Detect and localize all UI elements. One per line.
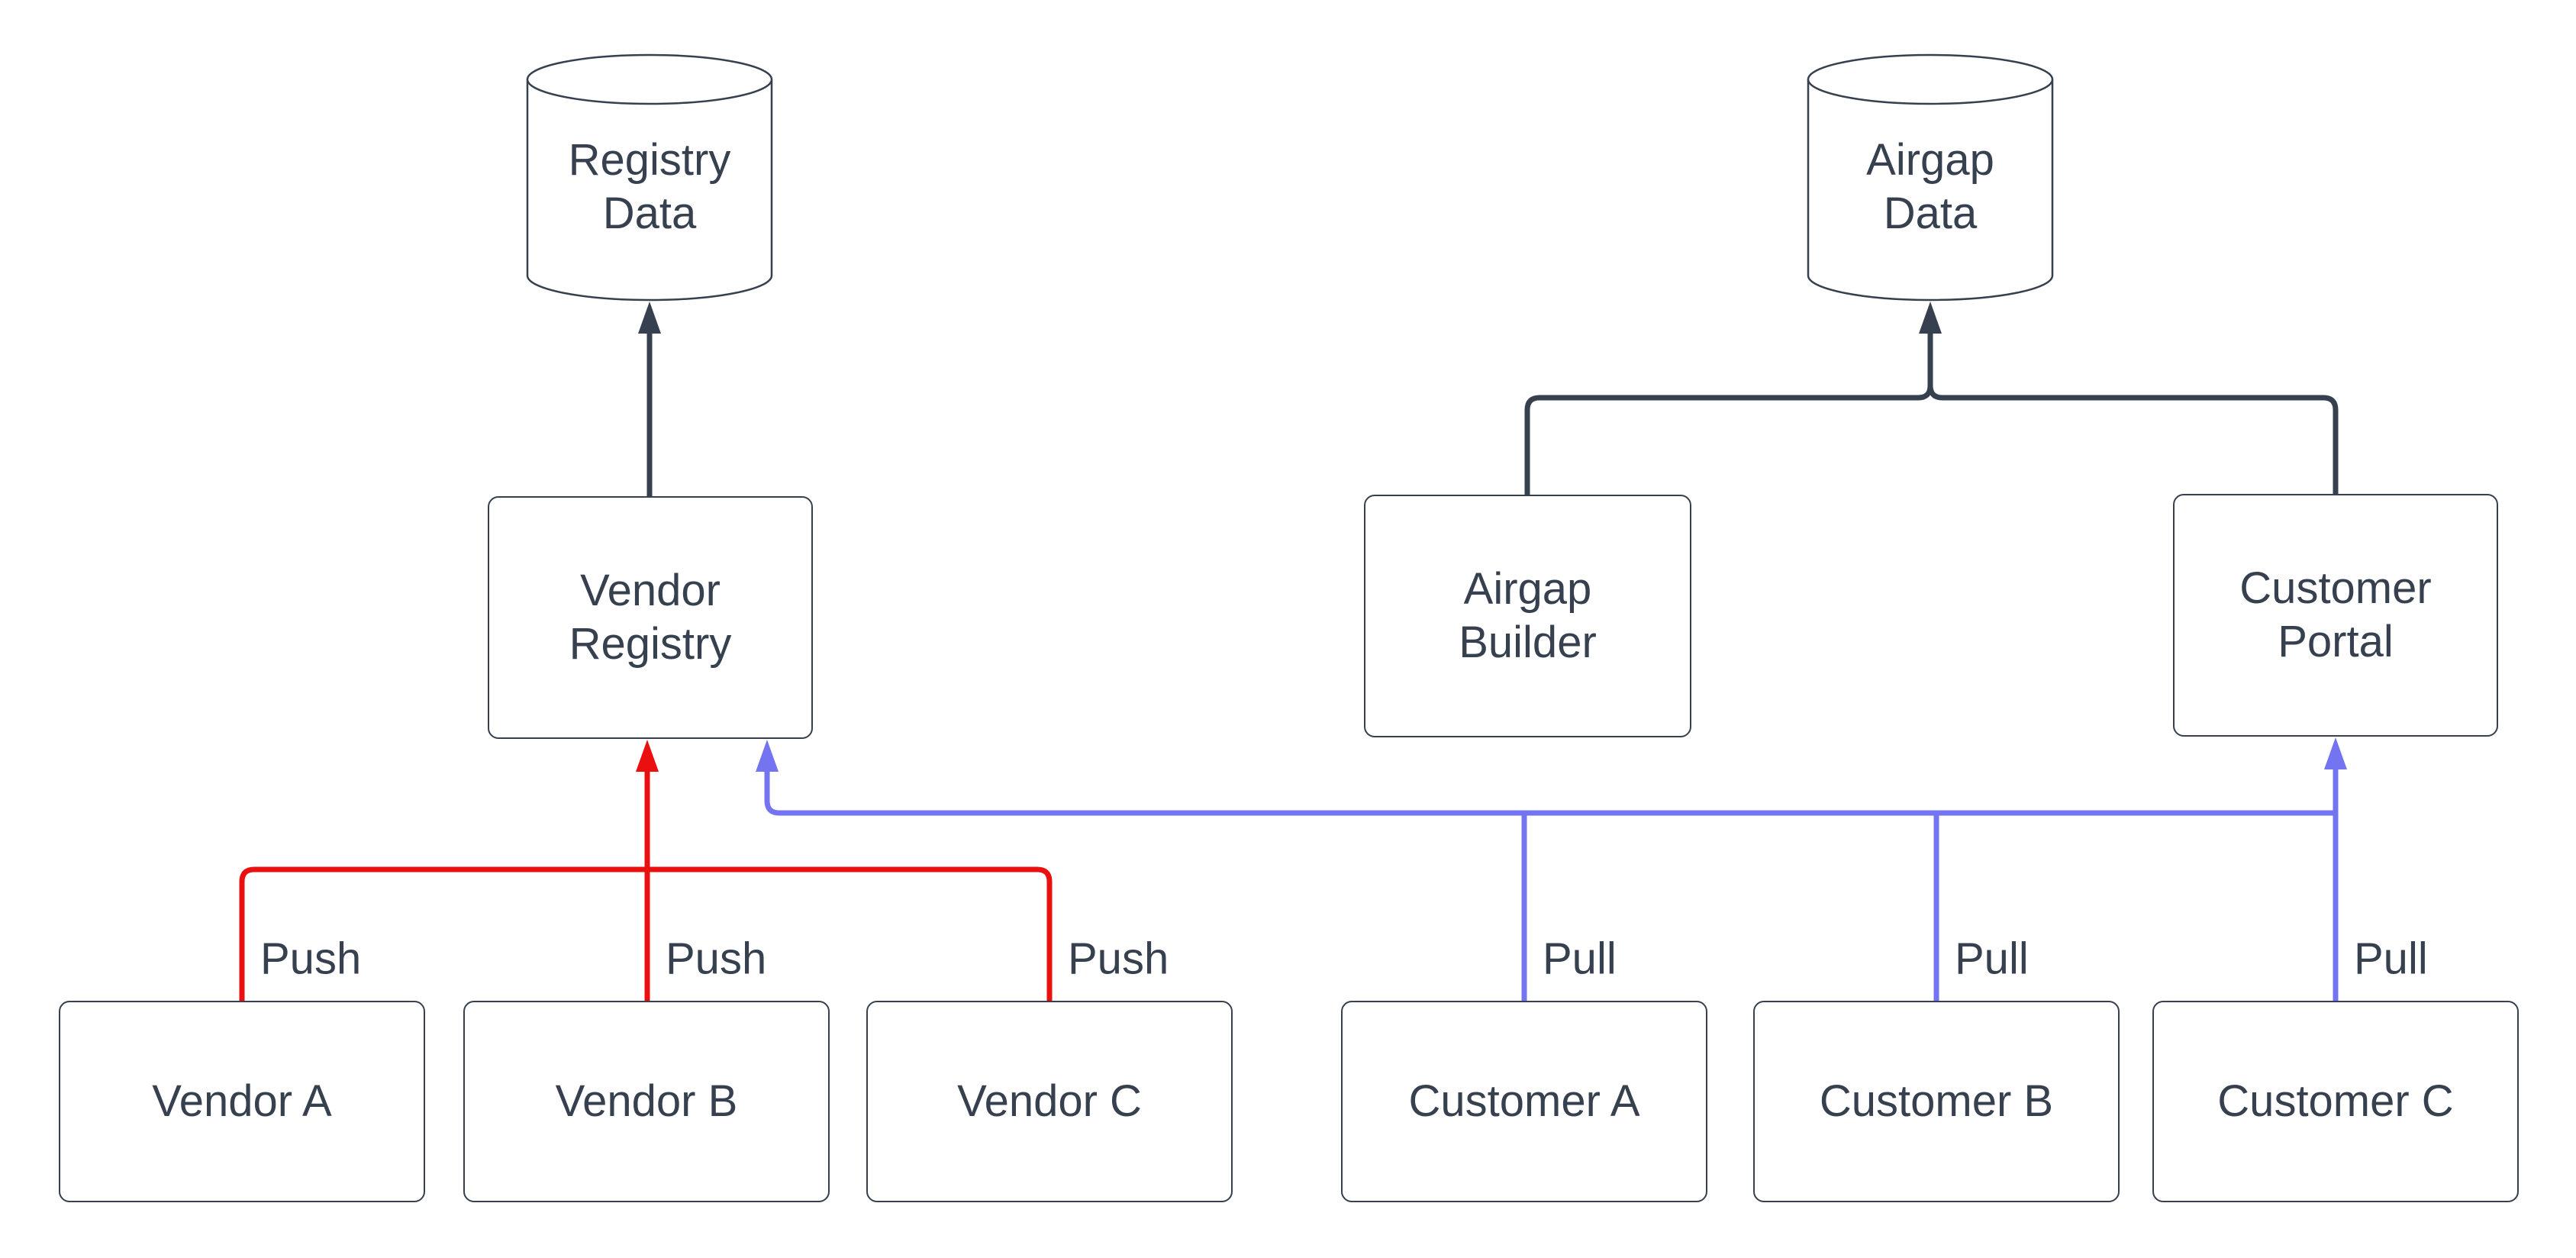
airgap-data-line2: Data — [1883, 189, 1978, 238]
customer-a-node: Customer A — [1341, 1001, 1707, 1202]
airgap-builder-line2: Builder — [1459, 618, 1597, 667]
customer-b-label: Customer B — [1819, 1076, 2054, 1126]
cylinder-top — [1807, 53, 2054, 105]
customer-b-node: Customer B — [1753, 1001, 2120, 1202]
registry-data-cylinder — [526, 53, 773, 302]
vendor-registry-line1: Vendor — [580, 566, 721, 615]
customer-portal-line2: Portal — [2278, 617, 2394, 666]
edge-customer-portal-to-airgap-data — [1927, 385, 2339, 494]
cylinder-top — [526, 53, 773, 105]
vendor-c-label: Vendor C — [957, 1076, 1142, 1126]
edge-label-push-vendor-c: Push — [1068, 934, 1169, 984]
airgap-builder-node: Airgap Builder — [1364, 495, 1691, 737]
edge-label-pull-customer-c: Pull — [2354, 934, 2428, 984]
vendor-registry-line2: Registry — [569, 619, 732, 669]
airgap-data-label: Airgap Data — [1808, 107, 2052, 267]
arrowhead-into-registry-data-icon — [638, 302, 661, 334]
arrowhead-into-airgap-data-icon — [1919, 302, 1942, 334]
arrowhead-into-customer-portal-icon — [2324, 737, 2347, 769]
airgap-builder-label: Airgap Builder — [1459, 563, 1597, 669]
registry-data-text: Registry Data — [569, 134, 731, 240]
airgap-data-text: Airgap Data — [1866, 134, 1994, 240]
vendor-a-label: Vendor A — [152, 1076, 332, 1126]
customer-portal-label: Customer Portal — [2239, 562, 2431, 669]
airgap-data-line1: Airgap — [1866, 135, 1994, 185]
customer-c-label: Customer C — [2217, 1076, 2454, 1126]
arrowhead-into-vendor-registry-red-icon — [636, 740, 659, 772]
registry-data-label: Registry Data — [527, 107, 772, 267]
edge-label-push-vendor-a: Push — [260, 934, 362, 984]
customer-c-node: Customer C — [2152, 1001, 2519, 1202]
cylinder-body — [526, 79, 773, 302]
edge-label-push-vendor-b: Push — [666, 934, 767, 984]
cylinder-body — [1807, 79, 2054, 302]
customer-a-label: Customer A — [1408, 1076, 1640, 1126]
vendor-a-node: Vendor A — [59, 1001, 425, 1202]
edge-label-pull-customer-a: Pull — [1543, 934, 1617, 984]
arrowhead-into-vendor-registry-blue-icon — [756, 740, 779, 772]
registry-data-line2: Data — [602, 189, 697, 238]
vendor-c-node: Vendor C — [866, 1001, 1233, 1202]
airgap-builder-line1: Airgap — [1463, 564, 1592, 614]
customer-portal-line1: Customer — [2239, 563, 2432, 613]
airgap-data-cylinder — [1807, 53, 2054, 302]
edge-pull-trunk — [764, 772, 2336, 816]
vendor-b-label: Vendor B — [555, 1076, 738, 1126]
vendor-b-node: Vendor B — [463, 1001, 830, 1202]
edge-airgap-builder-to-airgap-data — [1524, 331, 1933, 495]
vendor-registry-node: Vendor Registry — [488, 496, 813, 739]
edge-label-pull-customer-b: Pull — [1955, 934, 2029, 984]
registry-data-line1: Registry — [568, 135, 731, 185]
vendor-registry-label: Vendor Registry — [569, 564, 732, 671]
customer-portal-node: Customer Portal — [2173, 494, 2498, 737]
